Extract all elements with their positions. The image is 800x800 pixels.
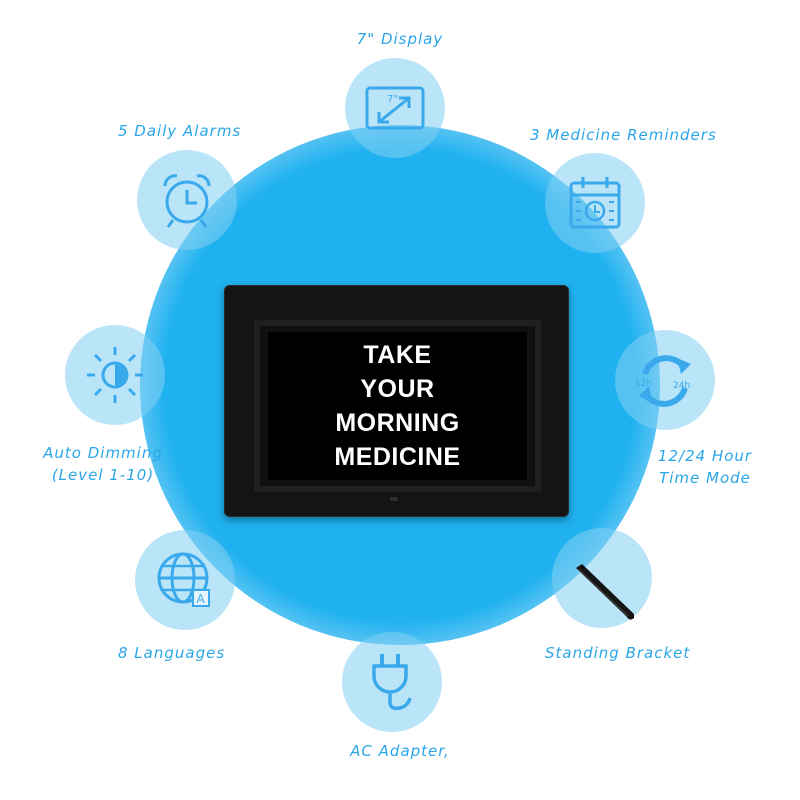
time-mode-feature-circle: 12h 24h bbox=[615, 330, 715, 430]
bracket-label: Standing Bracket bbox=[545, 644, 691, 662]
screen-line-4: MEDICINE bbox=[334, 443, 461, 471]
reminders-label: 3 Medicine Reminders bbox=[530, 126, 717, 144]
screen-line-3: MORNING bbox=[335, 409, 460, 437]
dimming-label-line2: (Level 1-10) bbox=[51, 466, 155, 484]
dimming-label-line1: Auto Dimming bbox=[43, 444, 163, 462]
power-indicator-light bbox=[390, 497, 398, 501]
display-label: 7" Display bbox=[356, 30, 444, 48]
screen-line-2: YOUR bbox=[360, 375, 435, 403]
bracket-icon bbox=[576, 564, 634, 620]
brightness-icon bbox=[87, 347, 143, 403]
dimming-label: Auto Dimming (Level 1-10) bbox=[28, 442, 178, 486]
frame-bezel: TAKE YOUR MORNING MEDICINE bbox=[254, 320, 541, 492]
adapter-label: AC Adapter, bbox=[350, 742, 450, 760]
screen-line-1: TAKE bbox=[363, 341, 432, 369]
time-mode-icon-text-24h: 24h bbox=[673, 381, 690, 391]
time-mode-label-line1: 12/24 Hour bbox=[657, 447, 753, 465]
adapter-feature-circle bbox=[342, 632, 442, 732]
languages-icon-text: A bbox=[197, 592, 206, 606]
display-feature-circle: 7" bbox=[345, 58, 445, 158]
cycle-arrows-icon: 12h 24h bbox=[635, 355, 691, 407]
alarms-label: 5 Daily Alarms bbox=[118, 122, 242, 140]
time-mode-label-line2: Time Mode bbox=[659, 469, 751, 487]
alarms-feature-circle bbox=[137, 150, 237, 250]
languages-label: 8 Languages bbox=[118, 644, 226, 662]
time-mode-label: 12/24 Hour Time Mode bbox=[640, 445, 770, 489]
languages-feature-circle: A bbox=[135, 530, 235, 630]
display-icon-text: 7" bbox=[387, 94, 398, 105]
dimming-feature-circle bbox=[65, 325, 165, 425]
bracket-feature-circle bbox=[552, 528, 652, 628]
resize-arrows-icon: 7" bbox=[365, 86, 425, 130]
calendar-clock-icon bbox=[569, 177, 621, 229]
frame-screen: TAKE YOUR MORNING MEDICINE bbox=[268, 332, 527, 480]
time-mode-icon-text-12h: 12h bbox=[635, 379, 652, 389]
power-plug-icon bbox=[372, 654, 412, 711]
reminders-feature-circle bbox=[545, 153, 645, 253]
digital-photo-frame: TAKE YOUR MORNING MEDICINE bbox=[224, 285, 569, 517]
globe-icon: A bbox=[157, 552, 210, 607]
alarm-clock-icon bbox=[163, 174, 211, 228]
